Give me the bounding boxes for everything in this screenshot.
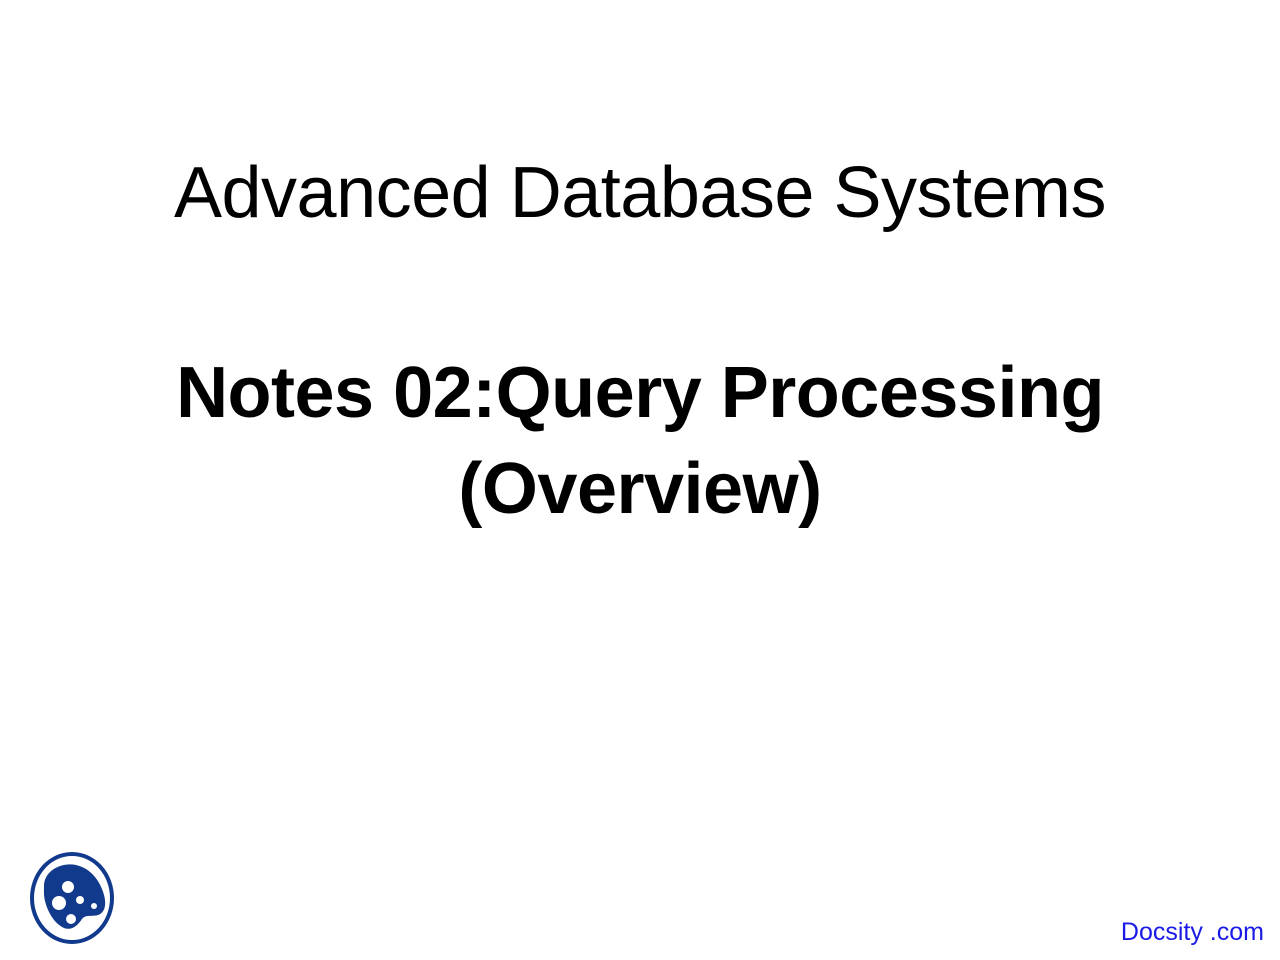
subtitle-line-2: (Overview) bbox=[458, 449, 822, 529]
subtitle-block: Notes 02:Query Processing (Overview) bbox=[100, 345, 1180, 537]
title-block: Advanced Database Systems bbox=[100, 150, 1180, 236]
subtitle-line-1: Notes 02:Query Processing bbox=[176, 353, 1104, 433]
logo-dot-4 bbox=[66, 914, 76, 924]
logo-dot-2 bbox=[52, 896, 66, 910]
logo-dot-3 bbox=[76, 896, 84, 904]
slide-subtitle: Notes 02:Query Processing (Overview) bbox=[100, 345, 1180, 537]
logo-blob bbox=[43, 864, 106, 929]
logo-dot-5 bbox=[91, 903, 97, 909]
page-title: Advanced Database Systems bbox=[173, 153, 1107, 233]
logo-dot-1 bbox=[62, 881, 74, 893]
docsity-watermark: Docsity .com bbox=[1120, 918, 1264, 946]
logo-ring bbox=[30, 852, 114, 944]
docsity-logo-icon bbox=[28, 851, 120, 947]
